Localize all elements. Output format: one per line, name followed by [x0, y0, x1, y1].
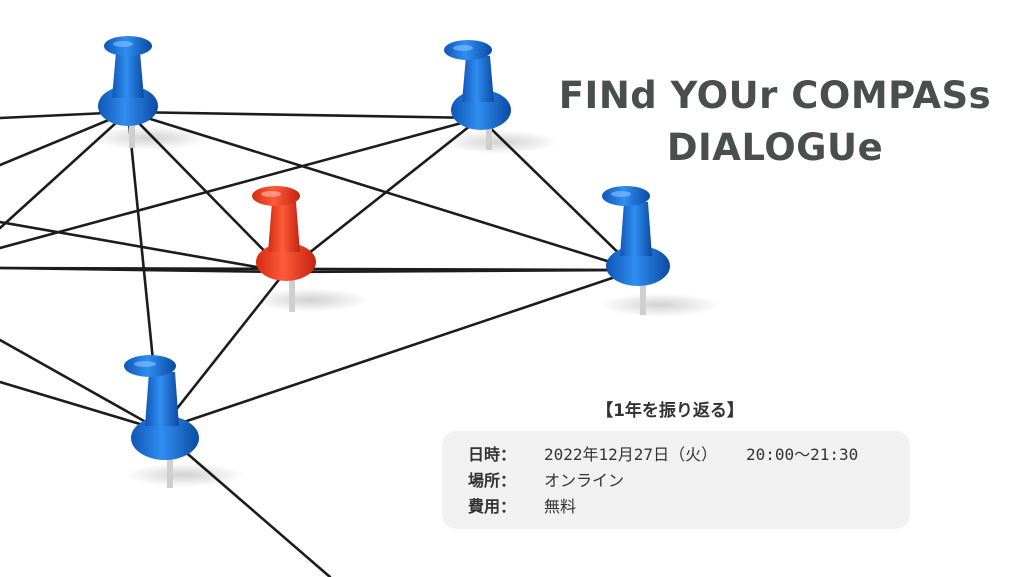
red-pushpin	[252, 186, 316, 312]
detail-row-fee: 費用： 無料	[468, 492, 910, 518]
blue-pushpin	[444, 40, 511, 150]
blue-pushpin	[98, 36, 158, 148]
detail-value: 2022年12月27日（火） 20:00〜21:30	[544, 445, 859, 464]
title-line-2: DIALOGUe	[666, 126, 884, 169]
detail-row-location: 場所： オンライン	[468, 466, 910, 492]
event-subtitle: 【1年を振り返る】	[596, 401, 744, 421]
detail-value: 無料	[544, 497, 577, 516]
detail-label: 日時：	[468, 445, 517, 464]
detail-label: 費用：	[468, 497, 517, 516]
blue-pushpin	[602, 186, 670, 315]
event-title: FINd YOUr COMPASs DIALOGUe	[540, 70, 1010, 174]
detail-value: オンライン	[544, 471, 625, 490]
detail-row-datetime: 日時： 2022年12月27日（火） 20:00〜21:30	[468, 440, 910, 466]
blue-pushpin	[124, 355, 199, 488]
title-line-1: FINd YOUr COMPASs	[558, 74, 992, 117]
event-details-box: 日時： 2022年12月27日（火） 20:00〜21:30 場所： オンライン…	[442, 431, 910, 529]
detail-label: 場所：	[468, 471, 517, 490]
pin-shadows	[90, 126, 720, 487]
